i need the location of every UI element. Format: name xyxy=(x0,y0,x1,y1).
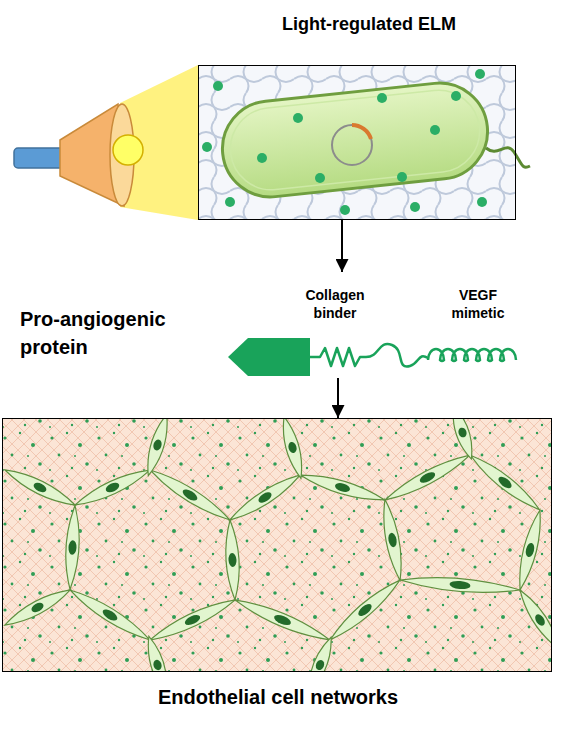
endothelial-cell xyxy=(379,498,407,581)
cell-network xyxy=(2,418,552,672)
endothelial-cell xyxy=(326,575,404,645)
endothelial-cell xyxy=(303,635,337,672)
protein-heading: Pro-angiogenic protein xyxy=(20,305,205,361)
endothelial-cell xyxy=(515,586,552,653)
collagen-binder-domain xyxy=(310,348,366,366)
protein-dot xyxy=(315,173,325,183)
protein-tag xyxy=(228,338,310,376)
protein-dot xyxy=(397,172,407,182)
protein-dot xyxy=(451,91,461,101)
endothelial-cell xyxy=(278,418,307,480)
protein-linker xyxy=(366,344,428,366)
endothelial-cell xyxy=(147,464,234,525)
protein-dot xyxy=(475,69,485,79)
endothelial-cell xyxy=(233,594,332,646)
endothelial-cell xyxy=(2,584,73,631)
protein-dot xyxy=(225,197,235,207)
endothelial-cell xyxy=(447,418,477,461)
flow-arrow xyxy=(341,220,343,272)
endothelial-cell xyxy=(143,634,173,672)
protein-group: Pro-angiogenic protein Collagen binder VEG… xyxy=(15,272,525,378)
endothelial-cell xyxy=(400,574,521,597)
endothelial-cell xyxy=(147,594,238,646)
bacterium-body xyxy=(218,78,493,201)
vegf-mimetic-helix xyxy=(428,349,516,361)
secreted-proteins xyxy=(202,69,487,215)
protein-dot xyxy=(377,93,387,103)
endothelial-cell xyxy=(67,584,154,645)
box-caption: Endothelial cell networks xyxy=(3,685,553,709)
endothelial-cell xyxy=(224,520,242,601)
protein-dot xyxy=(293,113,303,123)
matrix-fill xyxy=(198,65,516,220)
endothelial-cell xyxy=(298,469,386,506)
endothelial-cell xyxy=(466,450,543,515)
endothelial-cell xyxy=(142,418,173,478)
protein-dot xyxy=(257,153,267,163)
protein-dot xyxy=(213,81,223,91)
bacterium xyxy=(218,78,493,201)
plasmid-gene xyxy=(352,125,371,139)
endothelial-cell xyxy=(72,464,152,511)
plasmid xyxy=(332,125,372,165)
endothelial-cell xyxy=(2,464,78,511)
bacterium-membrane xyxy=(226,86,483,194)
box-heading: Light-regulated ELM xyxy=(179,13,559,35)
protein-dot xyxy=(430,125,440,135)
endothelial-cell xyxy=(226,469,304,525)
endothelial-cell xyxy=(514,508,547,591)
lamp-cable xyxy=(14,148,64,168)
flow-arrow xyxy=(337,378,339,418)
network-box: Endothelial cell networks xyxy=(2,418,552,672)
endothelial-cell xyxy=(382,449,473,505)
elm-box: Light-regulated ELM xyxy=(198,65,516,220)
protein-dot xyxy=(477,197,487,207)
hydrogel-mesh xyxy=(198,65,516,220)
protein-dot xyxy=(410,202,420,212)
endothelial-cell xyxy=(64,505,82,590)
protein-dot xyxy=(202,142,212,152)
domain-label: Collagen binder xyxy=(295,286,375,322)
domain-label: VEGF mimetic xyxy=(438,286,518,322)
flagellum xyxy=(486,148,530,168)
protein-dot xyxy=(340,205,350,215)
matrix-group xyxy=(198,65,516,220)
lamp-bulb xyxy=(113,135,143,165)
